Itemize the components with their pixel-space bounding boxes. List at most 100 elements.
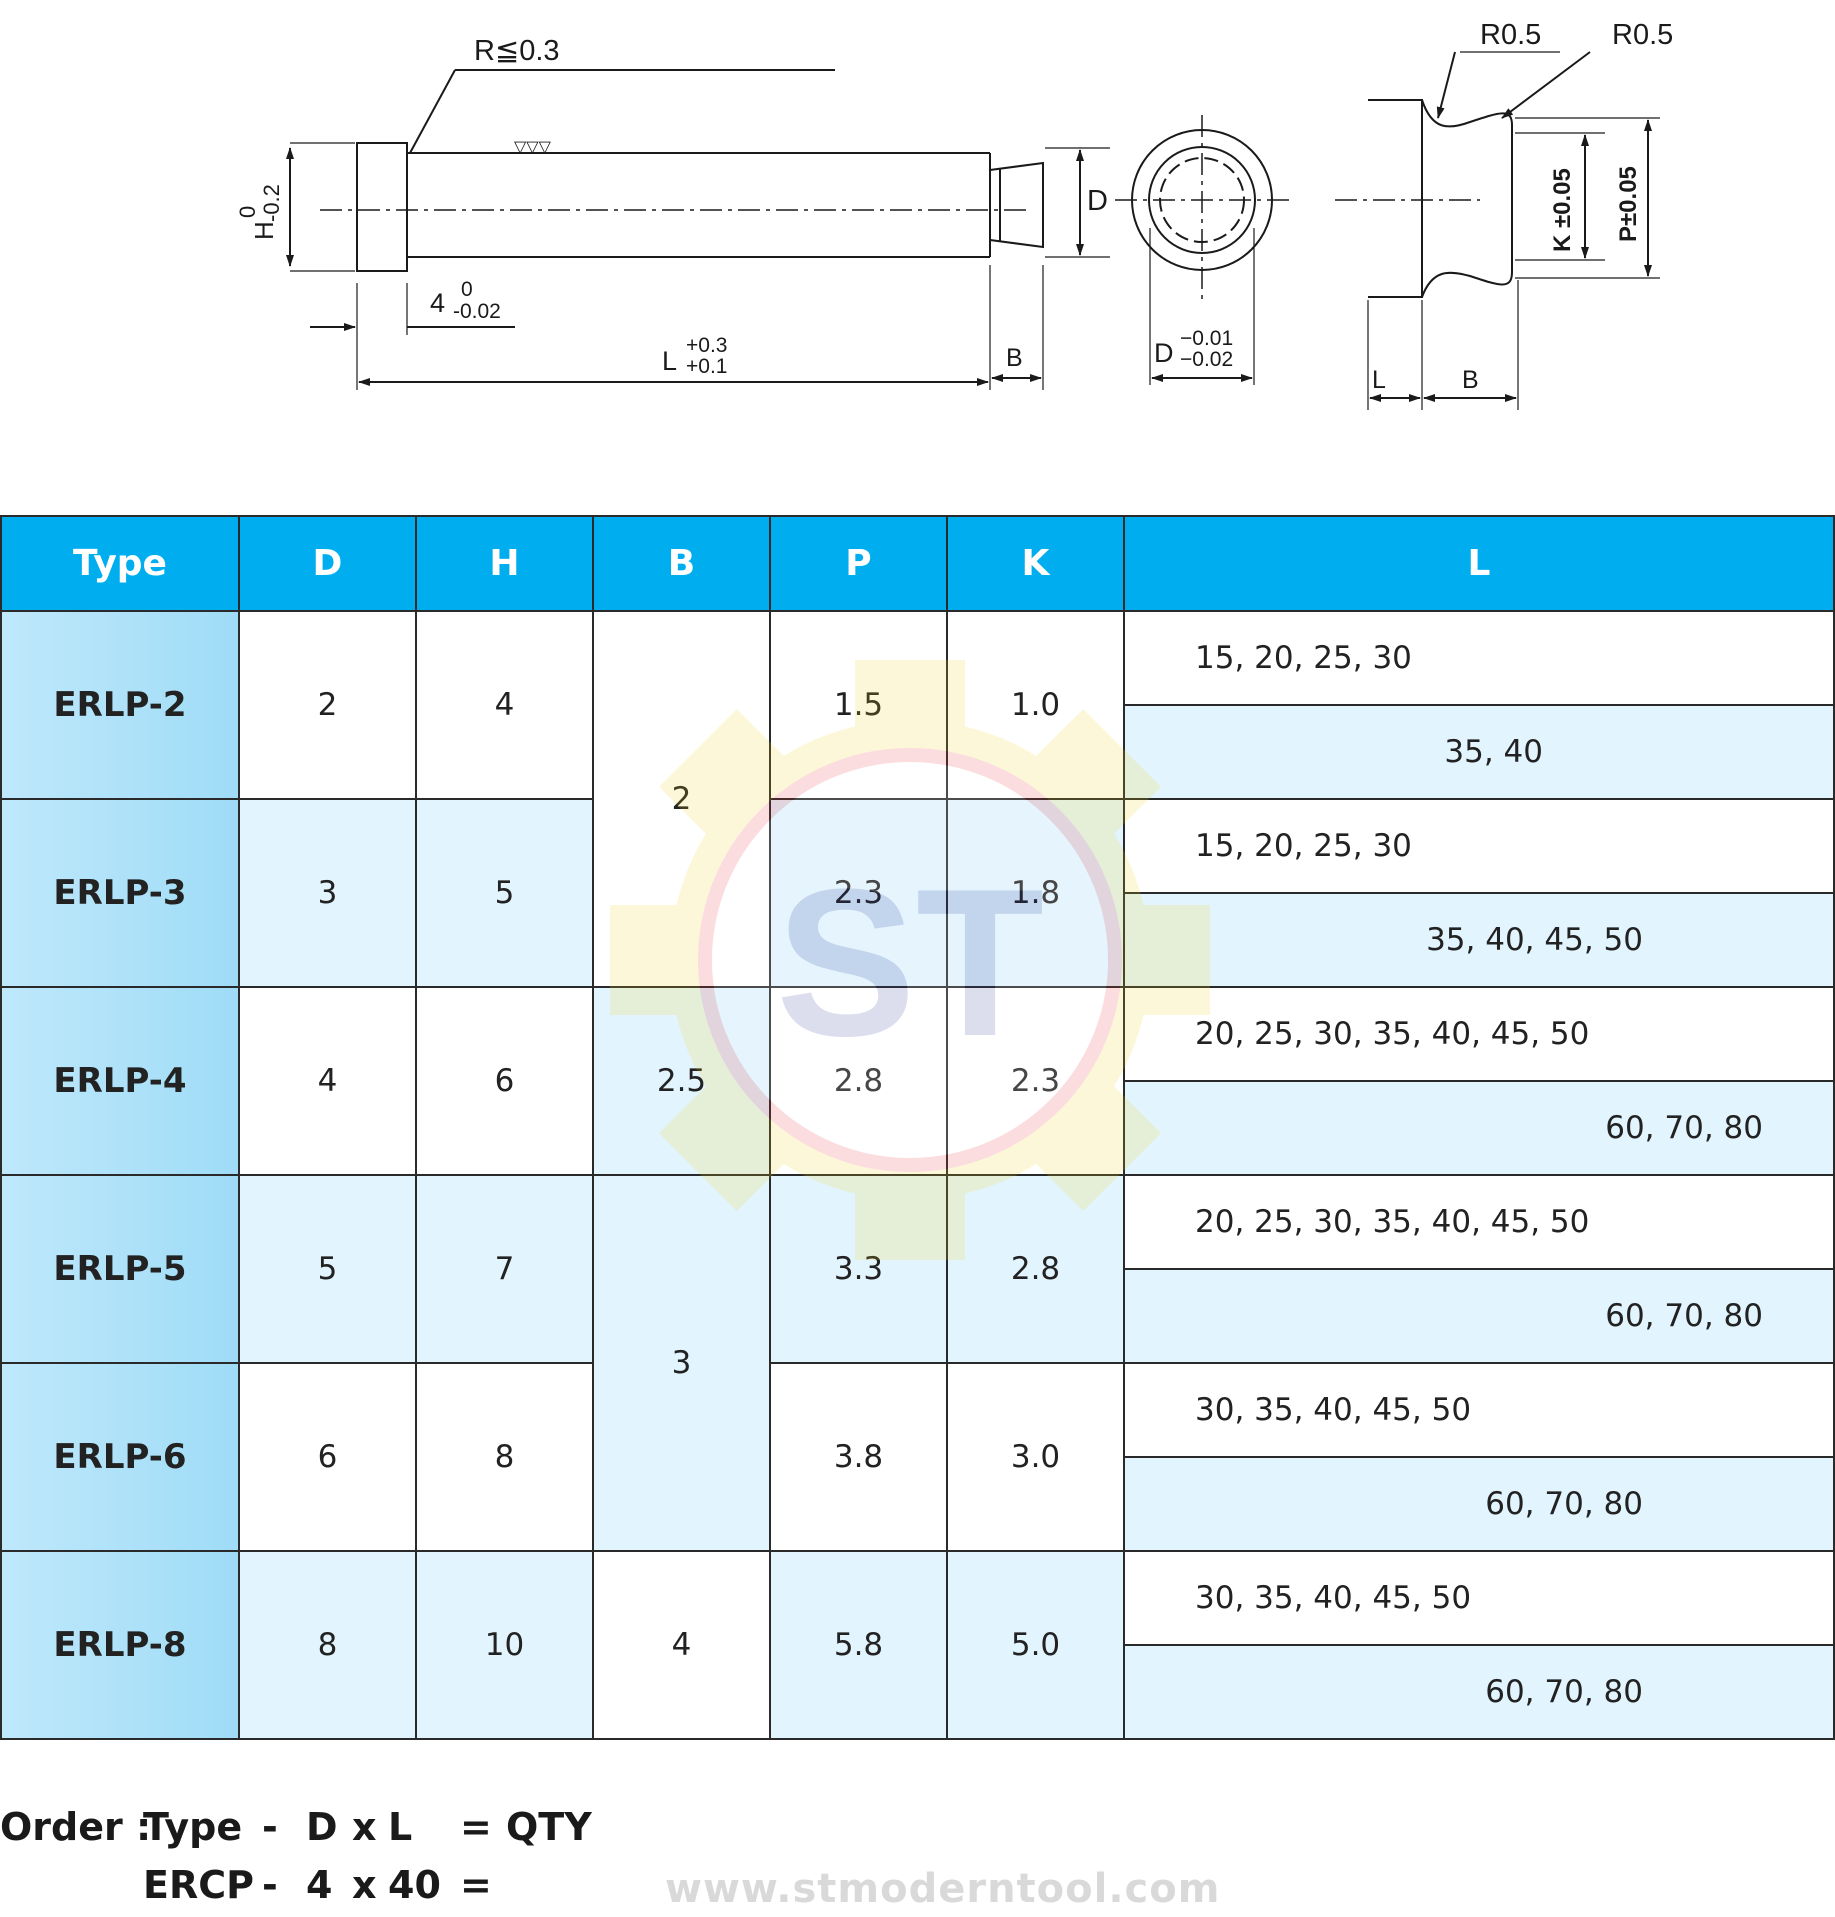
p-cell: 2.8 [769, 986, 948, 1176]
technical-drawing: R≦0.3 ▽▽▽ H 0 -0.2 D 4 0 -0.02 L +0.3 +0… [235, 19, 1673, 410]
table-row: 35, 40, 45, 50 [1, 892, 1835, 988]
d-cell: 8 [238, 1550, 417, 1740]
surface-finish-mark: ▽▽▽ [514, 139, 552, 156]
order-format-d: D [306, 1805, 338, 1849]
length-tol-upper: +0.3 [686, 334, 727, 357]
d-cell: 2 [238, 610, 417, 800]
type-cell: ERLP-3 [0, 798, 240, 988]
order-label: Order : [0, 1805, 152, 1849]
l-cell: 15, 20, 25, 30 [1123, 610, 1835, 706]
order-format-type: Type [143, 1805, 243, 1849]
head-len-label: 4 [430, 288, 445, 318]
table-row: 60, 70, 80 [1, 1644, 1835, 1740]
order-format-dash: - [262, 1805, 278, 1849]
head-len-tol-upper: 0 [461, 278, 473, 301]
p-label: P±0.05 [1615, 166, 1642, 242]
l-cell: 60, 70, 80 [1123, 1456, 1835, 1552]
spec-table: Type D H B P K L ERLP-2 2 4 2 1.5 1.0 15… [0, 515, 1835, 1740]
head-dim-label: H [249, 221, 279, 240]
l-cell: 35, 40, 45, 50 [1123, 892, 1835, 988]
type-cell: ERLP-2 [0, 610, 240, 800]
l-cell: 60, 70, 80 [1123, 1080, 1835, 1176]
k-cell: 2.8 [946, 1174, 1125, 1364]
l-cell: 20, 25, 30, 35, 40, 45, 50 [1123, 1174, 1835, 1270]
p-cell: 1.5 [769, 610, 948, 800]
detail-l-label: L [1372, 366, 1386, 394]
h-cell: 4 [415, 610, 594, 800]
order-example-eq: = [460, 1863, 492, 1907]
head-tol-lower: -0.2 [259, 184, 284, 222]
header-type: Type [0, 515, 240, 612]
p-cell: 3.8 [769, 1362, 948, 1552]
k-cell: 5.0 [946, 1550, 1125, 1740]
h-cell: 6 [415, 986, 594, 1176]
b-cell: 3 [592, 1174, 771, 1552]
header-p: P [769, 515, 948, 612]
p-cell: 5.8 [769, 1550, 948, 1740]
table-row: 60, 70, 80 [1, 1268, 1835, 1364]
table-row: 60, 70, 80 [1, 1456, 1835, 1552]
l-cell: 20, 25, 30, 35, 40, 45, 50 [1123, 986, 1835, 1082]
order-line-example: ERCP - 4 x 40 = [0, 1863, 700, 1913]
table-row: ERLP-4 4 6 2.5 2.8 2.3 20, 25, 30, 35, 4… [0, 986, 1835, 1176]
head-len-tol-lower: -0.02 [453, 300, 501, 323]
k-cell: 3.0 [946, 1362, 1125, 1552]
order-example-l: 40 [388, 1863, 441, 1907]
header-l: L [1123, 515, 1835, 612]
type-cell: ERLP-8 [0, 1550, 240, 1740]
table-row: ERLP-8 8 10 4 5.8 5.0 30, 35, 40, 45, 50 [0, 1550, 1835, 1740]
table-row: 35, 40 [1, 704, 1835, 800]
l-cell: 60, 70, 80 [1123, 1644, 1835, 1740]
k-cell: 2.3 [946, 986, 1125, 1176]
header-b: B [592, 515, 771, 612]
order-example-dash: - [262, 1863, 278, 1907]
h-cell: 5 [415, 798, 594, 988]
header-h: H [415, 515, 594, 612]
d-cell: 3 [238, 798, 417, 988]
length-label: L [662, 346, 677, 376]
d-cell: 6 [238, 1362, 417, 1552]
radius-label-2: R0.5 [1612, 19, 1673, 51]
order-example-x: x [352, 1863, 377, 1907]
l-cell: 30, 35, 40, 45, 50 [1123, 1362, 1835, 1458]
length-tol-lower: +0.1 [686, 355, 727, 378]
k-label: K ±0.05 [1549, 168, 1576, 252]
radius-note: R≦0.3 [474, 35, 560, 67]
end-tol-upper: −0.01 [1180, 327, 1233, 350]
order-format-qty: QTY [506, 1805, 592, 1849]
p-cell: 2.3 [769, 798, 948, 988]
b-cell: 2 [592, 610, 771, 988]
radius-label-1: R0.5 [1480, 19, 1541, 51]
detail-b-label: B [1462, 366, 1479, 394]
table-row: ERLP-3 3 5 2.3 1.8 15, 20, 25, 30 [0, 798, 1835, 988]
table-row: 60, 70, 80 [1, 1080, 1835, 1176]
end-d-label: D [1154, 338, 1174, 368]
p-cell: 3.3 [769, 1174, 948, 1364]
end-tol-lower: −0.02 [1180, 348, 1233, 371]
header-d: D [238, 515, 417, 612]
order-example-type: ERCP [143, 1863, 254, 1907]
order-format-x: x [352, 1805, 377, 1849]
type-cell: ERLP-6 [0, 1362, 240, 1552]
type-cell: ERLP-4 [0, 986, 240, 1176]
b-cell: 4 [592, 1550, 771, 1740]
d-label: D [1087, 185, 1108, 217]
order-format-eq: = [460, 1805, 492, 1849]
h-cell: 7 [415, 1174, 594, 1364]
type-cell: ERLP-5 [0, 1174, 240, 1364]
b-cell: 2.5 [592, 986, 771, 1176]
order-format-l: L [388, 1805, 413, 1849]
table-row: ERLP-6 6 8 3.8 3.0 30, 35, 40, 45, 50 [0, 1362, 1835, 1552]
h-cell: 8 [415, 1362, 594, 1552]
table-header-row: Type D H B P K L [0, 515, 1835, 612]
l-cell: 15, 20, 25, 30 [1123, 798, 1835, 894]
h-cell: 10 [415, 1550, 594, 1740]
head-tol-upper: 0 [235, 206, 260, 218]
l-cell: 30, 35, 40, 45, 50 [1123, 1550, 1835, 1646]
d-cell: 5 [238, 1174, 417, 1364]
order-line-format: Order : Type - D x L = QTY [0, 1805, 700, 1855]
site-url: www.stmoderntool.com [665, 1866, 1221, 1912]
table-row: ERLP-5 5 7 3 3.3 2.8 20, 25, 30, 35, 40,… [0, 1174, 1835, 1552]
b-label: B [1006, 344, 1023, 372]
k-cell: 1.8 [946, 798, 1125, 988]
